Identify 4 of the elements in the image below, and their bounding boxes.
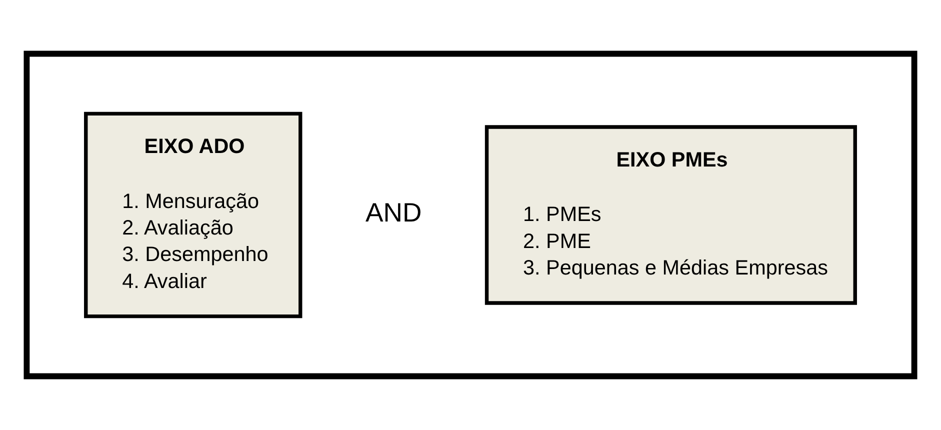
cluster	[24, 50, 918, 380]
label: AND	[365, 198, 422, 228]
node-box: EIXO PMEs 1. PMEs 2. PME 3. Pequenas e Médias Empresas	[484, 125, 857, 305]
node-box: EIXO ADO 1. Mensuração 2. Avaliação 3. Desempenho 4. Avaliar	[84, 112, 302, 318]
